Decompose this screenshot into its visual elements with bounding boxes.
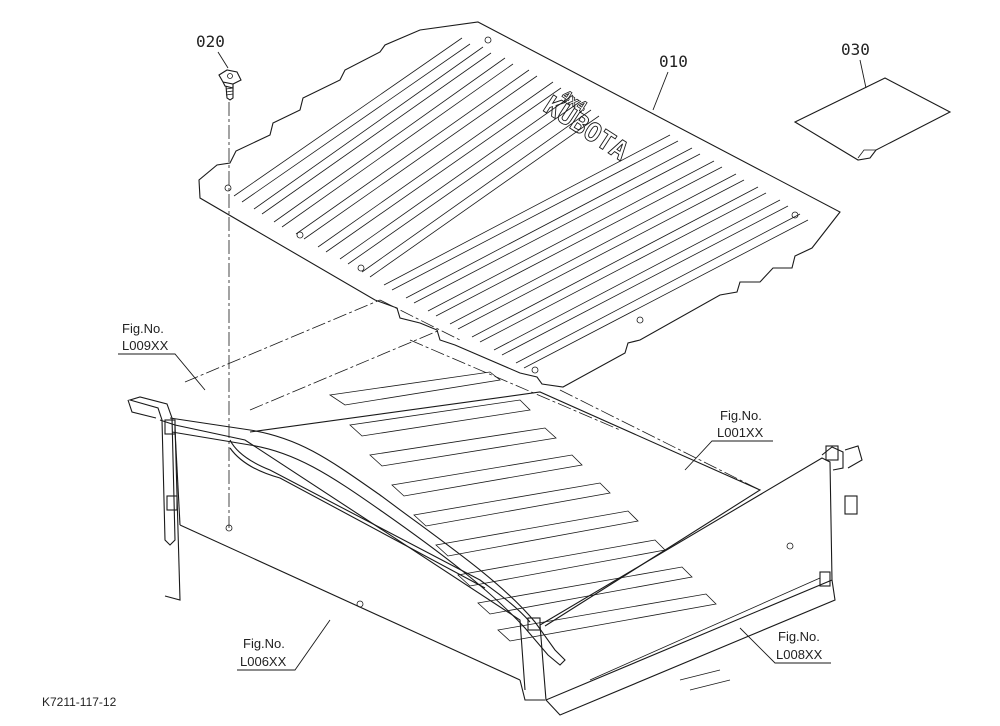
part-number-010: 010 <box>659 52 688 71</box>
part-number-020: 020 <box>196 32 225 51</box>
leader-030 <box>859 59 867 89</box>
leader-010 <box>652 71 669 111</box>
fig-ref-l008-underline <box>739 627 831 664</box>
fig-ref-l008-code: L008XX <box>776 647 823 662</box>
screw <box>218 69 242 101</box>
part-number-030: 030 <box>841 40 870 59</box>
fig-ref-l009-underline <box>118 353 206 391</box>
fig-ref-l006-code: L006XX <box>240 654 287 669</box>
drawing-code: K7211-117-12 <box>42 695 117 709</box>
bed-mat: KUBOTA 4x4 <box>198 21 841 388</box>
fig-ref-l006-underline <box>237 619 331 671</box>
leader-020 <box>217 51 229 69</box>
fig-ref-l001-title: Fig.No. <box>720 408 762 423</box>
fig-ref-l009-title: Fig.No. <box>122 321 164 336</box>
fig-ref-l006-title: Fig.No. <box>243 636 285 651</box>
label-sheet <box>793 77 952 161</box>
fig-ref-l008-title: Fig.No. <box>778 629 820 644</box>
fig-ref-l001-underline <box>684 440 773 471</box>
fig-ref-l001-code: L001XX <box>717 425 764 440</box>
cargo-bed <box>127 299 863 716</box>
fig-ref-l009-code: L009XX <box>122 338 169 353</box>
